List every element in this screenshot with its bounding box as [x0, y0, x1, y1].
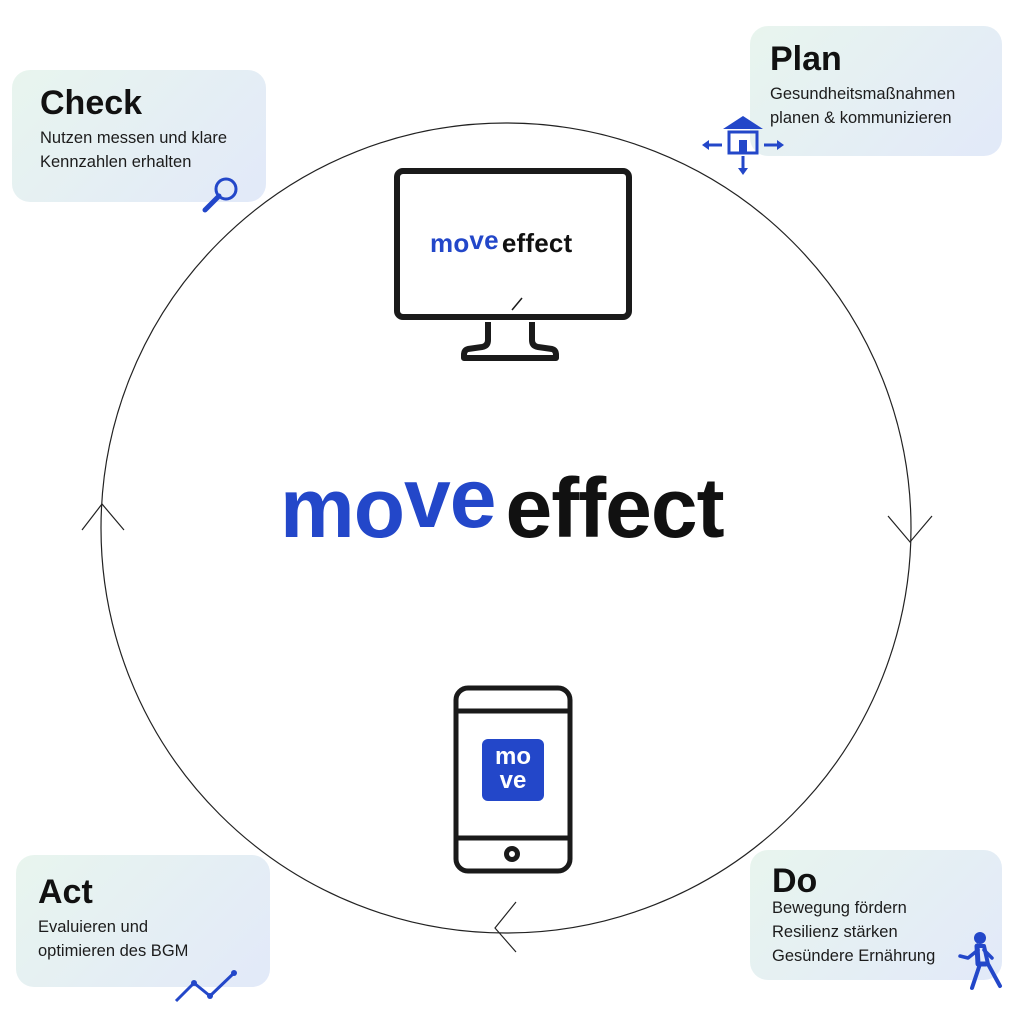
check-line-2: Kennzahlen erhalten: [40, 153, 192, 171]
do-line-2: Resilienz stärken: [772, 923, 898, 941]
plan-title: Plan: [770, 40, 842, 78]
plan-description: Gesundheitsmaßnahmen planen & kommunizie…: [770, 82, 955, 130]
do-line-3: Gesündere Ernährung: [772, 947, 936, 965]
act-line-1: Evaluieren und: [38, 918, 149, 936]
monitor-icon: [394, 168, 632, 361]
act-card: Act Evaluieren und optimieren des BGM: [16, 855, 270, 987]
app-icon-line1: mo: [495, 743, 531, 770]
app-icon-line2: ve: [499, 767, 527, 794]
do-title: Do: [772, 862, 818, 900]
plan-line-1: Gesundheitsmaßnahmen: [770, 85, 956, 103]
do-line-1: Bewegung fördern: [772, 899, 907, 917]
act-title: Act: [38, 873, 93, 911]
check-description: Nutzen messen und klare Kennzahlen erhal…: [40, 126, 227, 174]
smartphone-icon: [453, 685, 573, 874]
cycle-circle: [100, 122, 912, 934]
monitor-logo-part1: mo: [430, 228, 470, 258]
main-logo-part1: mo: [280, 461, 405, 555]
chevron-left-bottom: [494, 901, 517, 953]
act-description: Evaluieren und optimieren des BGM: [38, 915, 188, 963]
walking-person-icon: [958, 932, 1002, 990]
main-logo-part2: ve: [404, 450, 496, 545]
app-icon: mo ve: [482, 739, 544, 801]
monitor-cursor-mark: [511, 297, 523, 311]
do-card: Do Bewegung fördern Resilienz stärken Ge…: [750, 850, 1002, 980]
check-title: Check: [40, 84, 143, 122]
chevron-down-right: [887, 515, 933, 543]
monitor-logo-part3: effect: [501, 228, 573, 258]
act-line-2: optimieren des BGM: [38, 942, 189, 960]
trend-line-icon: [174, 970, 237, 1003]
do-description: Bewegung fördern Resilienz stärken Gesün…: [772, 896, 935, 968]
plan-card: Plan Gesundheitsmaßnahmen planen & kommu…: [750, 26, 1002, 156]
chevron-up-left: [81, 503, 125, 531]
monitor-logo-part2: ve: [469, 224, 499, 255]
house-arrows-icon: [702, 116, 784, 175]
magnifier-icon: [202, 177, 238, 213]
check-line-1: Nutzen messen und klare: [40, 129, 228, 147]
check-card: Check Nutzen messen und klare Kennzahlen…: [12, 70, 266, 213]
plan-line-2: planen & kommunizieren: [770, 109, 952, 127]
main-logo-part3: effect: [505, 461, 725, 555]
